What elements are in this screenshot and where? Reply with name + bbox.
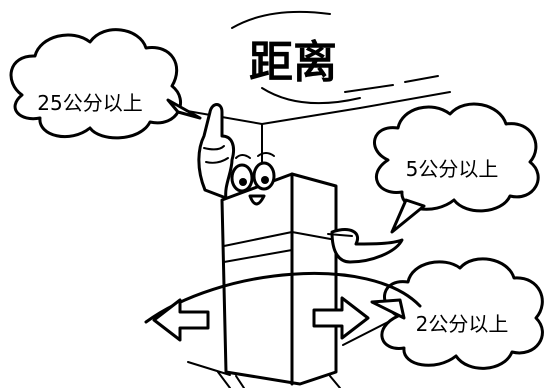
floor-shadow [217,371,341,388]
callout-back-clearance: 5公分以上 [373,102,540,234]
callout-side-label: 2公分以上 [416,312,509,336]
right-arrow-icon [312,296,370,340]
callout-top-clearance: 25公分以上 [9,28,202,140]
refrigerator-face [230,152,276,206]
refrigerator [220,172,404,386]
callout-top-label: 25公分以上 [37,91,142,115]
title-decoration [231,10,439,105]
callout-side-clearance: 2公分以上 [370,257,544,370]
diagram-title: 距离 [249,37,337,88]
pointing-hand [197,103,236,200]
left-arrow-icon [152,298,210,342]
callout-back-label: 5公分以上 [406,157,499,181]
